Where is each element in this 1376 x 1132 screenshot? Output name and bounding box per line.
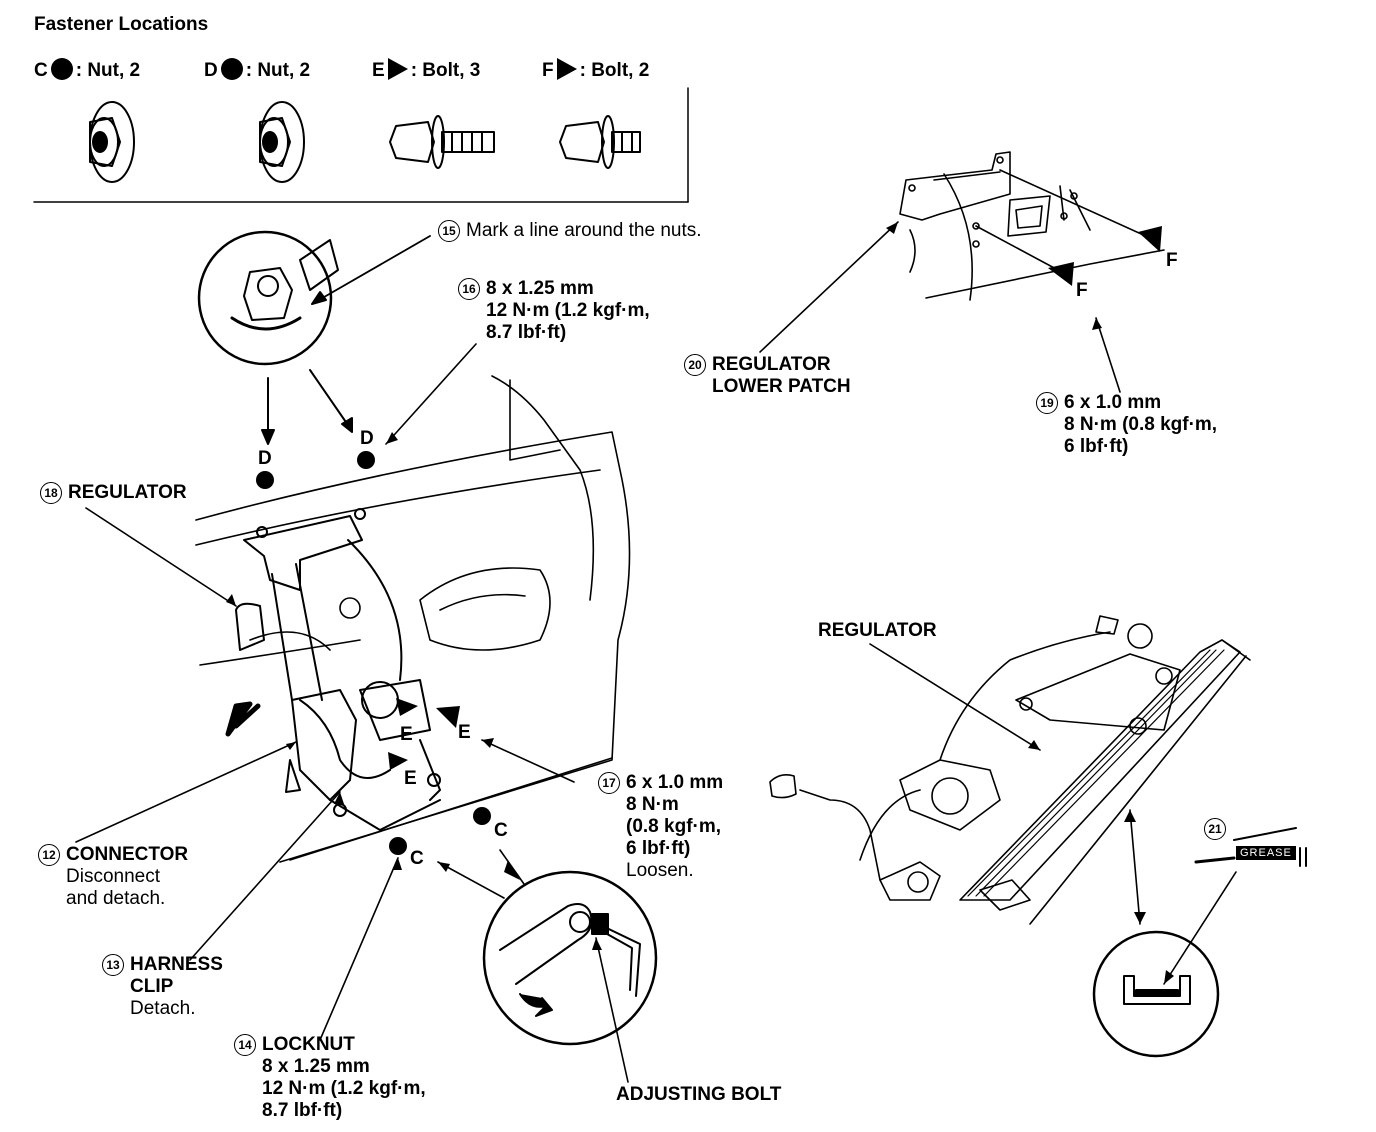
callout-16-line-3: 8.7 lbf·ft) <box>486 322 567 343</box>
marker-d-left: D <box>258 448 272 469</box>
callout-13: 13 HARNESS CLIP Detach. <box>102 954 223 1020</box>
fastener-locations-title: Fastener Locations <box>34 14 209 35</box>
grease-label: GREASE <box>1236 846 1296 860</box>
callout-13-line-3: Detach. <box>130 998 196 1019</box>
lower-patch-arrowheads <box>886 222 1102 330</box>
fastener-d-text: : Nut, 2 <box>245 60 311 81</box>
callout-16: 16 8 x 1.25 mm 12 N·m (1.2 kgf·m, 8.7 lbf… <box>458 278 650 344</box>
marker-f-2: F <box>1076 280 1088 301</box>
nut-c-drawing <box>89 101 135 183</box>
callout-14-line-1: LOCKNUT <box>262 1034 355 1055</box>
callout-20-line-2: LOWER PATCH <box>712 376 851 397</box>
bolt-f-arrowheads <box>1048 226 1162 286</box>
fastener-legend-c: C : Nut, 2 <box>34 58 140 82</box>
callout-18-text: REGULATOR <box>68 482 187 503</box>
callout-number: 14 <box>234 1034 256 1056</box>
callout-14: 14 LOCKNUT 8 x 1.25 mm 12 N·m (1.2 kgf·m,… <box>234 1034 426 1122</box>
callout-number: 20 <box>684 354 706 376</box>
fastener-d-letter: D <box>204 60 218 81</box>
fastener-e-letter: E <box>372 60 385 81</box>
grease-tube <box>1194 827 1307 867</box>
mark-nut-detail-circle <box>197 230 431 445</box>
fastener-box-frame <box>33 87 689 203</box>
fastener-legend-f: F : Bolt, 2 <box>542 58 649 82</box>
fastener-markers <box>256 451 491 855</box>
callout-14-line-3: 12 N·m (1.2 kgf·m, <box>262 1078 426 1099</box>
callout-number: 12 <box>38 844 60 866</box>
callout-number: 13 <box>102 954 124 976</box>
leader-lines <box>75 343 629 1083</box>
nut-dot-icon <box>220 58 243 80</box>
callout-19-line-3: 6 lbf·ft) <box>1064 436 1129 457</box>
callout-20-line-1: REGULATOR <box>712 354 831 375</box>
callout-19-line-1: 6 x 1.0 mm <box>1064 392 1162 413</box>
marker-c-left: C <box>410 848 424 869</box>
marker-c-right: C <box>494 820 508 841</box>
callout-19: 19 6 x 1.0 mm 8 N·m (0.8 kgf·m, 6 lbf·ft) <box>1036 392 1217 458</box>
fastener-legend-d: D : Nut, 2 <box>204 58 310 82</box>
callout-16-line-2: 12 N·m (1.2 kgf·m, <box>486 300 650 321</box>
marker-e-2: E <box>458 722 471 743</box>
callout-17-line-5: Loosen. <box>626 860 694 881</box>
marker-e-1: E <box>400 724 413 745</box>
callout-14-line-2: 8 x 1.25 mm <box>262 1056 370 1077</box>
callout-13-line-1: HARNESS <box>130 954 223 975</box>
marker-f-1: F <box>1166 250 1178 271</box>
callout-12: 12 CONNECTOR Disconnect and detach. <box>38 844 188 910</box>
marker-e-3: E <box>404 768 417 789</box>
callout-12-line-3: and detach. <box>66 888 166 909</box>
callout-number: 19 <box>1036 392 1058 414</box>
nut-dot-icon <box>50 58 73 80</box>
lower-patch-leaders <box>759 221 1121 393</box>
callout-12-line-1: CONNECTOR <box>66 844 189 865</box>
callout-17-line-2: 8 N·m <box>626 794 679 815</box>
callout-adjusting-bolt: ADJUSTING BOLT <box>616 1084 782 1105</box>
callout-17-line-3: (0.8 kgf·m, <box>626 816 722 837</box>
callout-regulator: REGULATOR <box>818 620 937 641</box>
bolt-triangle-icon <box>556 58 577 80</box>
callout-14-line-4: 8.7 lbf·ft) <box>262 1100 343 1121</box>
callout-17: 17 6 x 1.0 mm 8 N·m (0.8 kgf·m, 6 lbf·ft)… <box>598 772 723 882</box>
regulator-removed-drawing <box>769 615 1251 925</box>
callout-17-line-1: 6 x 1.0 mm <box>626 772 724 793</box>
callout-19-line-2: 8 N·m (0.8 kgf·m, <box>1064 414 1218 435</box>
callout-18: 18 REGULATOR <box>40 482 187 504</box>
callout-21: 21 <box>1204 818 1232 840</box>
grease-detail-circle <box>1092 930 1220 1058</box>
callout-number: 21 <box>1204 818 1226 840</box>
callout-number: 15 <box>438 220 460 242</box>
bolt-f-drawing <box>559 115 641 169</box>
bolt-e-drawing <box>389 115 495 169</box>
callout-number: 16 <box>458 278 480 300</box>
callout-number: 17 <box>598 772 620 794</box>
fastener-legend-e: E : Bolt, 3 <box>372 58 480 82</box>
fastener-c-text: : Nut, 2 <box>75 60 141 81</box>
callout-15-text: Mark a line around the nuts. <box>466 220 702 241</box>
marker-d-right: D <box>360 428 374 449</box>
removal-arrow <box>225 701 261 737</box>
callout-15: 15 Mark a line around the nuts. <box>438 220 702 242</box>
callout-17-line-4: 6 lbf·ft) <box>626 838 691 859</box>
regulator-assembly-installed <box>235 508 441 831</box>
leader-arrowheads <box>226 432 602 950</box>
regulator-lower-patch-drawing <box>899 151 1165 301</box>
callout-13-line-2: CLIP <box>130 976 174 997</box>
adjusting-bolt-detail-circle <box>482 870 658 1046</box>
regulator-removed-leader <box>869 643 1237 985</box>
bolt-triangle-icon <box>387 58 408 80</box>
callout-12-line-2: Disconnect <box>66 866 160 887</box>
fastener-f-letter: F <box>542 60 554 81</box>
callout-16-line-1: 8 x 1.25 mm <box>486 278 594 299</box>
fastener-e-text: : Bolt, 3 <box>410 60 481 81</box>
regulator-removed-arrowheads <box>1028 740 1174 984</box>
fastener-c-letter: C <box>34 60 48 81</box>
nut-d-drawing <box>259 101 305 183</box>
callout-20: 20 REGULATOR LOWER PATCH <box>684 354 851 398</box>
fastener-f-text: : Bolt, 2 <box>579 60 650 81</box>
callout-number: 18 <box>40 482 62 504</box>
